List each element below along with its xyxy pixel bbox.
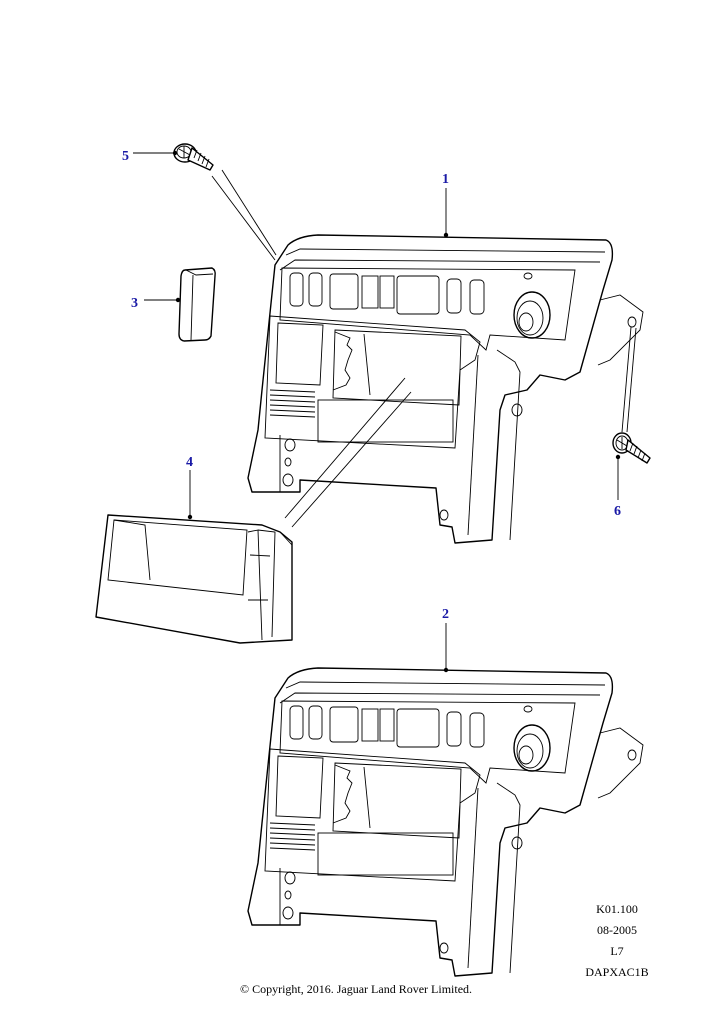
- reference-level: L7: [610, 944, 623, 958]
- reference-date: 08-2005: [597, 923, 637, 937]
- assembly-lines: [211, 169, 637, 528]
- console-panel-upper: [247, 234, 644, 544]
- callout-2: 2: [442, 607, 449, 622]
- screw-5-icon: [173, 143, 214, 171]
- switch-blank: [178, 267, 216, 342]
- callout-6: 6: [614, 504, 621, 519]
- callout-3: 3: [131, 296, 138, 311]
- callout-1: 1: [442, 172, 449, 187]
- console-panel-lower: [247, 667, 644, 977]
- callout-leaders: [133, 150, 621, 673]
- callout-4: 4: [186, 455, 193, 470]
- storage-unit: [95, 514, 293, 644]
- screw-6-icon: [612, 432, 651, 464]
- reference-image-id: DAPXAC1B: [585, 965, 648, 979]
- callout-5: 5: [122, 149, 129, 164]
- copyright-notice: © Copyright, 2016. Jaguar Land Rover Lim…: [240, 982, 472, 996]
- reference-code: K01.100: [596, 902, 638, 916]
